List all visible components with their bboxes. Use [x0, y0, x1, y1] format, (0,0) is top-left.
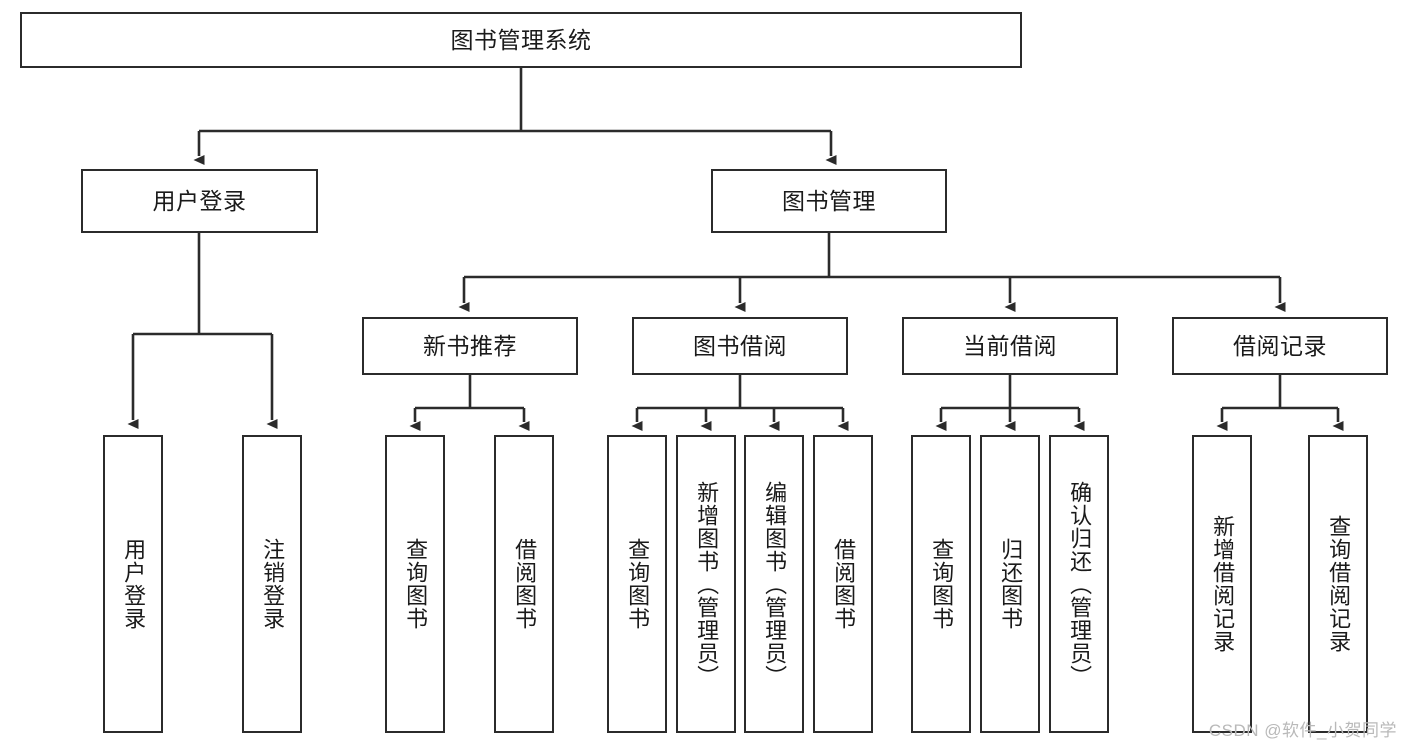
leaf-borrow-query-book[interactable]: 查询图书	[607, 435, 667, 733]
leaf-label: 查询图书	[625, 538, 651, 630]
leaf-record-query[interactable]: 查询借阅记录	[1308, 435, 1368, 733]
node-user-login[interactable]: 用户登录	[81, 169, 318, 233]
watermark: CSDN @软件_小贺同学	[1208, 721, 1397, 740]
leaf-new-book-query[interactable]: 查询图书	[385, 435, 445, 733]
leaf-label: 新增借阅记录	[1210, 515, 1236, 653]
leaf-current-query-book[interactable]: 查询图书	[911, 435, 971, 733]
leaf-user-login-login[interactable]: 用户登录	[103, 435, 163, 733]
leaf-new-book-borrow[interactable]: 借阅图书	[494, 435, 554, 733]
node-new-book-recommend[interactable]: 新书推荐	[362, 317, 578, 375]
leaf-current-confirm-return[interactable]: 确认归还（管理员）	[1049, 435, 1109, 733]
node-borrow-record[interactable]: 借阅记录	[1172, 317, 1388, 375]
node-current-borrow-label: 当前借阅	[963, 332, 1057, 359]
leaf-user-login-logout[interactable]: 注销登录	[242, 435, 302, 733]
leaf-label: 确认归还（管理员）	[1067, 480, 1093, 688]
node-book-borrow[interactable]: 图书借阅	[632, 317, 848, 375]
leaf-label: 编辑图书（管理员）	[762, 480, 788, 688]
node-current-borrow[interactable]: 当前借阅	[902, 317, 1118, 375]
node-root-label: 图书管理系统	[450, 26, 592, 53]
leaf-label: 借阅图书	[831, 538, 857, 630]
node-book-management[interactable]: 图书管理	[711, 169, 947, 233]
leaf-borrow-borrow-book[interactable]: 借阅图书	[813, 435, 873, 733]
leaf-label: 查询图书	[929, 538, 955, 630]
node-borrow-record-label: 借阅记录	[1233, 332, 1327, 359]
node-new-book-recommend-label: 新书推荐	[423, 332, 517, 359]
leaf-label: 注销登录	[260, 538, 286, 630]
leaf-label: 新增图书（管理员）	[694, 480, 720, 688]
leaf-label: 借阅图书	[512, 538, 538, 630]
node-root[interactable]: 图书管理系统	[20, 12, 1022, 68]
node-book-borrow-label: 图书借阅	[693, 332, 787, 359]
leaf-label: 归还图书	[998, 538, 1024, 630]
leaf-label: 用户登录	[121, 538, 147, 630]
leaf-borrow-add-book[interactable]: 新增图书（管理员）	[676, 435, 736, 733]
leaf-borrow-edit-book[interactable]: 编辑图书（管理员）	[744, 435, 804, 733]
node-book-management-label: 图书管理	[782, 187, 876, 214]
leaf-label: 查询图书	[403, 538, 429, 630]
leaf-record-add[interactable]: 新增借阅记录	[1192, 435, 1252, 733]
leaf-label: 查询借阅记录	[1326, 515, 1352, 653]
leaf-current-return-book[interactable]: 归还图书	[980, 435, 1040, 733]
node-user-login-label: 用户登录	[152, 187, 247, 214]
